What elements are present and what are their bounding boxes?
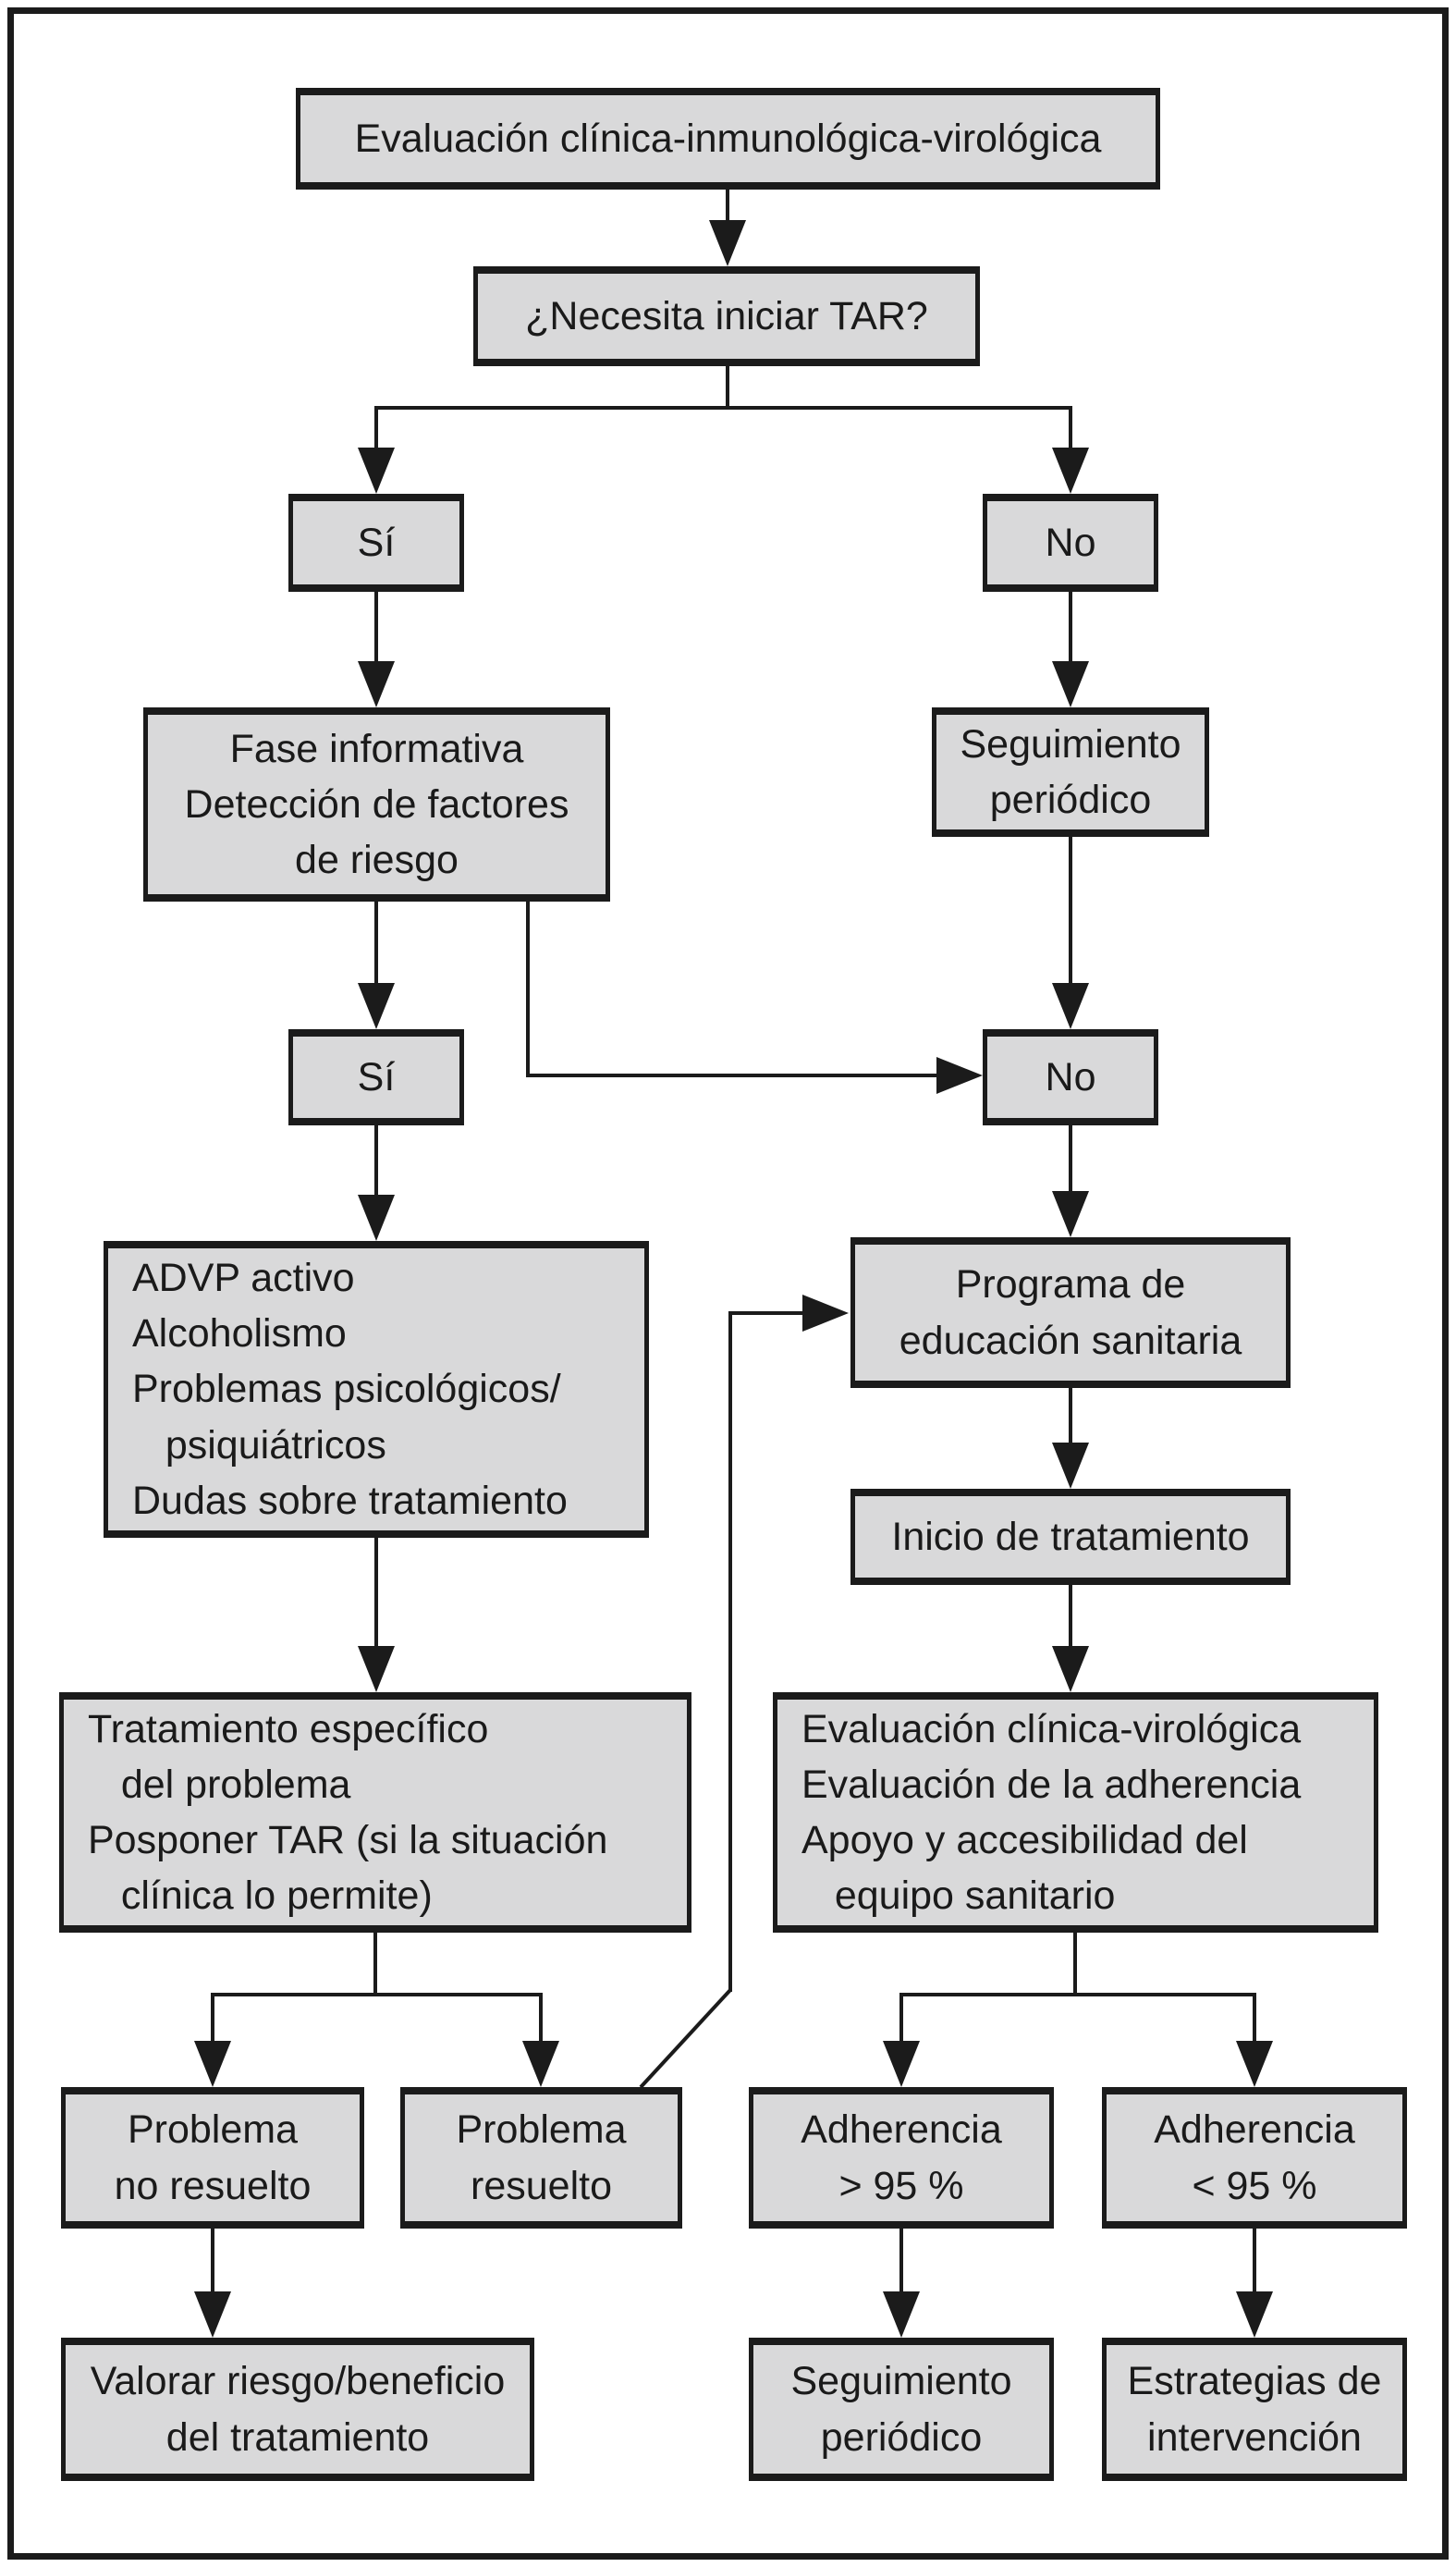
edge-no1-to-seguimiento-line: [1069, 592, 1072, 663]
edge-split-to-resuelto-line: [539, 1995, 543, 2043]
edge-necesita-stem-line: [726, 366, 729, 410]
edge-evaluacion-split-line: [899, 1993, 1256, 1996]
edge-split-to-si1-arrowhead-icon: [358, 448, 395, 494]
node-no-2: No: [983, 1029, 1158, 1125]
edge-split-to-si1-line: [374, 408, 378, 449]
edge-split-to-no1-line: [1069, 408, 1072, 449]
edge-si1-to-fase-line: [374, 592, 378, 663]
edge-split-to-adherencia-alta-line: [899, 1995, 903, 2043]
node-seguimiento-periodico-2: Seguimiento periódico: [749, 2338, 1054, 2481]
node-estrategias-intervencion: Estrategias de intervención: [1102, 2338, 1407, 2481]
edge-factores-to-tratamiento-arrowhead-icon: [358, 1646, 395, 1692]
edge-split-to-adherencia-baja-arrowhead-icon: [1236, 2041, 1273, 2087]
edge-tratamiento-split-line: [211, 1993, 543, 1996]
edge-factores-to-tratamiento-line: [374, 1538, 378, 1648]
edge-no1-to-seguimiento-arrowhead-icon: [1052, 661, 1089, 707]
node-adherencia-baja: Adherencia < 95 %: [1102, 2087, 1407, 2229]
node-factores-riesgo: ADVP activo Alcoholismo Problemas psicol…: [104, 1241, 649, 1538]
node-si-1: Sí: [288, 494, 464, 592]
edge-no2-to-programa-line: [1069, 1125, 1072, 1193]
figure-border: [7, 7, 1449, 2560]
edge-necesita-split-line: [374, 406, 1072, 410]
node-si-2: Sí: [288, 1029, 464, 1125]
edge-programa-to-inicio-arrowhead-icon: [1052, 1443, 1089, 1489]
edge-no-resuelto-to-valorar-line: [211, 2229, 214, 2293]
edge-inicio-to-evaluacion-arrowhead-icon: [1052, 1646, 1089, 1692]
edge-resuelto-to-programa-up-line: [728, 1311, 732, 1992]
edge-adherencia-baja-to-estrategias-arrowhead-icon: [1236, 2291, 1273, 2338]
edge-eval-to-necesita-line: [726, 190, 729, 222]
node-evaluacion-inicial: Evaluación clínica-inmunológica-virológi…: [296, 88, 1160, 190]
edge-adherencia-alta-to-seguimiento-line: [899, 2229, 903, 2293]
node-no-1: No: [983, 494, 1158, 592]
edge-fase-to-si2-arrowhead-icon: [358, 983, 395, 1029]
edge-si1-to-fase-arrowhead-icon: [358, 661, 395, 707]
edge-evaluacion-stem-line: [1073, 1933, 1077, 1995]
edge-adherencia-alta-to-seguimiento-arrowhead-icon: [883, 2291, 920, 2338]
edge-adherencia-baja-to-estrategias-line: [1253, 2229, 1256, 2293]
edge-fase-to-no2-down-line: [526, 902, 530, 1077]
edge-fase-to-no2-across-line: [526, 1074, 936, 1077]
edge-programa-to-inicio-line: [1069, 1388, 1072, 1444]
node-valorar-riesgo: Valorar riesgo/beneficio del tratamiento: [61, 2338, 534, 2481]
node-seguimiento-periodico-1: Seguimiento periódico: [932, 707, 1209, 837]
edge-si2-to-factores-arrowhead-icon: [358, 1195, 395, 1241]
edge-si2-to-factores-line: [374, 1125, 378, 1197]
edge-split-to-adherencia-baja-line: [1253, 1995, 1256, 2043]
node-problema-resuelto: Problema resuelto: [400, 2087, 682, 2229]
node-problema-no-resuelto: Problema no resuelto: [61, 2087, 364, 2229]
edge-fase-to-no2-arrowhead-icon: [936, 1057, 983, 1094]
node-evaluacion-seguimiento: Evaluación clínica-virológica Evaluación…: [773, 1692, 1378, 1933]
edge-resuelto-to-programa-arrowhead-icon: [802, 1295, 849, 1332]
edge-split-to-adherencia-alta-arrowhead-icon: [883, 2041, 920, 2087]
node-fase-informativa: Fase informativa Detección de factores d…: [143, 707, 610, 902]
edge-no-resuelto-to-valorar-arrowhead-icon: [194, 2291, 231, 2338]
edge-split-to-no-resuelto-line: [211, 1995, 214, 2043]
edge-no2-to-programa-arrowhead-icon: [1052, 1191, 1089, 1237]
edge-split-to-no-resuelto-arrowhead-icon: [194, 2041, 231, 2087]
edge-seguimiento-to-no2-arrowhead-icon: [1052, 983, 1089, 1029]
node-necesita-tar: ¿Necesita iniciar TAR?: [473, 266, 980, 366]
edge-eval-to-necesita-arrowhead-icon: [709, 220, 746, 266]
edge-fase-to-si2-line: [374, 902, 378, 985]
node-inicio-tratamiento: Inicio de tratamiento: [850, 1489, 1291, 1585]
edge-seguimiento-to-no2-line: [1069, 837, 1072, 985]
edge-split-to-no1-arrowhead-icon: [1052, 448, 1089, 494]
node-tratamiento-especifico: Tratamiento específico del problema Posp…: [59, 1692, 691, 1933]
edge-split-to-resuelto-arrowhead-icon: [522, 2041, 559, 2087]
edge-resuelto-to-programa-across-line: [728, 1311, 802, 1315]
node-programa-educacion: Programa de educación sanitaria: [850, 1237, 1291, 1388]
node-adherencia-alta: Adherencia > 95 %: [749, 2087, 1054, 2229]
edge-inicio-to-evaluacion-line: [1069, 1585, 1072, 1648]
edge-tratamiento-stem-line: [373, 1933, 377, 1995]
